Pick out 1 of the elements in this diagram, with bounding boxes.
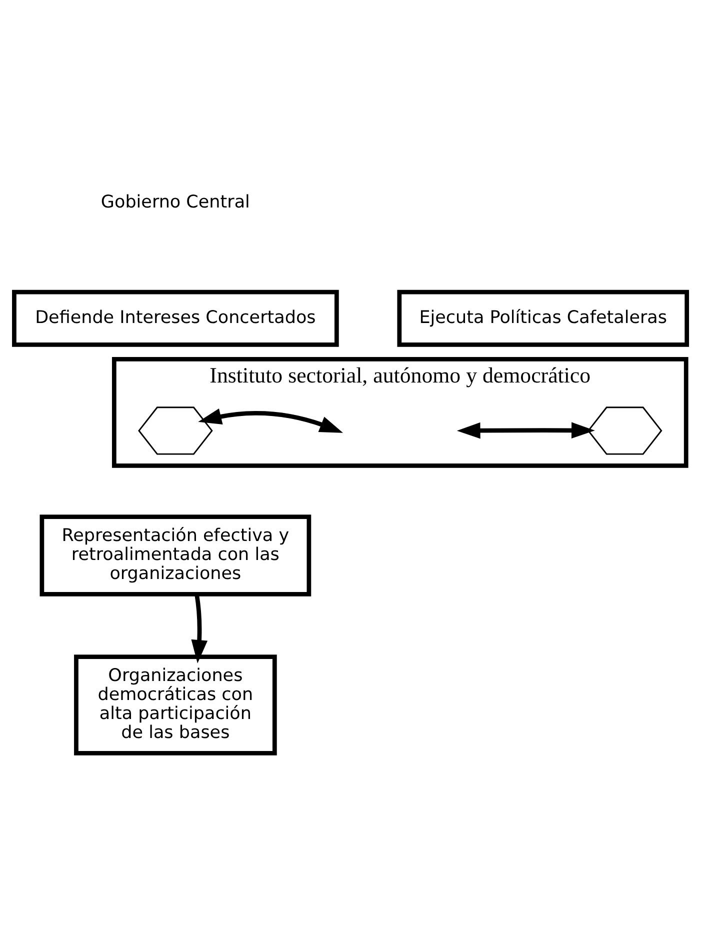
- node-text: Gobierno Central: [100, 192, 250, 213]
